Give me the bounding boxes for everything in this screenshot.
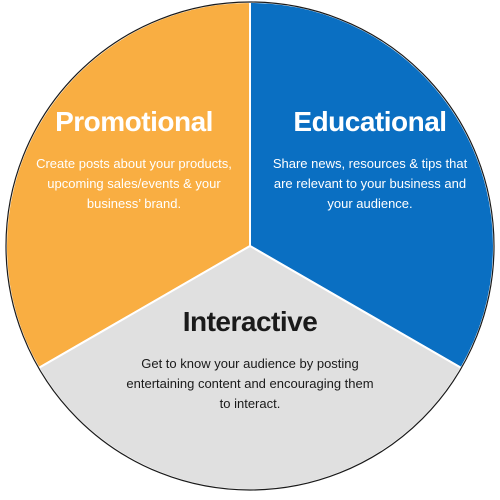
pie-outline	[5, 1, 495, 491]
interactive-line-3: to interact.	[219, 396, 281, 411]
interactive-title: Interactive	[182, 306, 318, 337]
educational-description: Share news, resources & tips that are re…	[255, 154, 485, 214]
interactive-line-2: entertaining content and encouraging the…	[126, 376, 374, 391]
promotional-line-1: Create posts about your products,	[36, 156, 232, 171]
interactive-line-1: Get to know your audience by posting	[141, 356, 359, 371]
educational-title: Educational	[293, 106, 447, 137]
interactive-label: Interactive Get to know your audience by…	[95, 306, 405, 414]
promotional-line-3: business’ brand.	[86, 196, 182, 211]
promotional-description: Create posts about your products, upcomi…	[20, 154, 248, 214]
promotional-label: Promotional Create posts about your prod…	[20, 106, 248, 214]
promotional-title: Promotional	[55, 106, 213, 137]
educational-line-2: are relevant to your business and	[273, 176, 467, 191]
interactive-description: Get to know your audience by posting ent…	[95, 354, 405, 414]
educational-line-1: Share news, resources & tips that	[272, 156, 468, 171]
educational-label: Educational Share news, resources & tips…	[255, 106, 485, 214]
educational-line-3: your audience.	[327, 196, 413, 211]
promotional-line-2: upcoming sales/events & your	[47, 176, 221, 191]
